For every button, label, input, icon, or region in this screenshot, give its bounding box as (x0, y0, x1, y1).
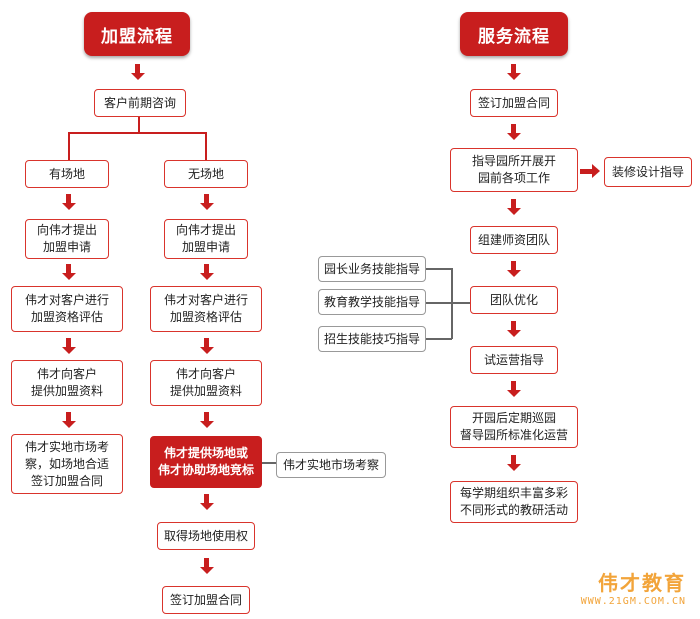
service-step-3: 组建师资团队 (470, 226, 558, 254)
connector-line (68, 132, 206, 134)
franchise-process-title: 加盟流程 (84, 12, 190, 56)
teaching-skill-guidance: 教育教学技能指导 (318, 289, 426, 315)
connector-line (426, 338, 452, 340)
service-step-7: 每学期组织丰富多彩 不同形式的教研活动 (450, 481, 578, 523)
has-site-step-3: 伟才向客户 提供加盟资料 (11, 360, 123, 406)
has-site-step-2: 伟才对客户进行 加盟资格评估 (11, 286, 123, 332)
connector-line (68, 132, 70, 160)
connector-line (426, 268, 452, 270)
service-step-2: 指导园所开展开 园前各项工作 (450, 148, 578, 192)
has-site-step-1: 向伟才提出 加盟申请 (25, 219, 109, 259)
no-site-step-1: 向伟才提出 加盟申请 (164, 219, 248, 259)
enrollment-skill-guidance: 招生技能技巧指导 (318, 326, 426, 352)
brand-url: WWW.21GM.COM.CN (580, 596, 686, 607)
no-site-step-3: 伟才向客户 提供加盟资料 (150, 360, 262, 406)
service-step-1: 签订加盟合同 (470, 89, 558, 117)
customer-consult-box: 客户前期咨询 (94, 89, 186, 117)
no-site-step-6: 签订加盟合同 (162, 586, 250, 614)
decoration-guidance-box: 装修设计指导 (604, 157, 692, 187)
connector-line (205, 132, 207, 160)
market-survey-note: 伟才实地市场考察 (276, 452, 386, 478)
service-step-6: 开园后定期巡园 督导园所标准化运营 (450, 406, 578, 448)
brand-name: 伟才教育 (598, 571, 686, 595)
service-process-title: 服务流程 (460, 12, 568, 56)
principal-skill-guidance: 园长业务技能指导 (318, 256, 426, 282)
arrow-right-shaft (580, 169, 592, 174)
arrow-right-head (592, 164, 600, 178)
connector-line (262, 462, 276, 464)
has-site-box: 有场地 (25, 160, 109, 188)
connector-line (451, 268, 453, 339)
no-site-step-2: 伟才对客户进行 加盟资格评估 (150, 286, 262, 332)
service-step-4: 团队优化 (470, 286, 558, 314)
no-site-box: 无场地 (164, 160, 248, 188)
service-step-5: 试运营指导 (470, 346, 558, 374)
connector-line (426, 302, 470, 304)
no-site-step-4-highlight: 伟才提供场地或 伟才协助场地竞标 (150, 436, 262, 488)
no-site-step-5: 取得场地使用权 (157, 522, 255, 550)
brand-watermark: 伟才教育 WWW.21GM.COM.CN (581, 567, 686, 607)
has-site-step-4: 伟才实地市场考 察，如场地合适 签订加盟合同 (11, 434, 123, 494)
connector-line (138, 117, 140, 133)
